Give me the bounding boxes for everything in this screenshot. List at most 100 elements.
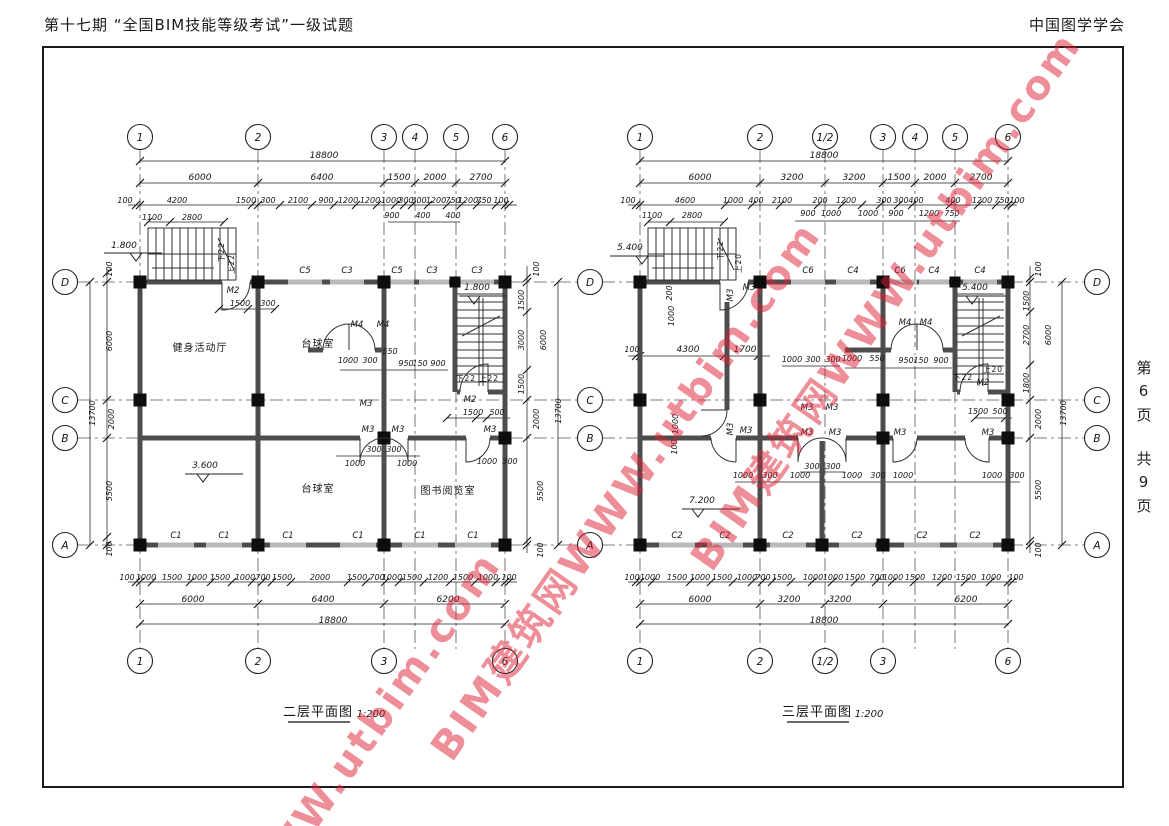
grid-bubble (126, 647, 154, 675)
dim-text: 1000 (477, 457, 497, 466)
dim-text: 1000 (842, 471, 862, 480)
grid-bubble (869, 123, 897, 151)
dim-text: 100 (493, 196, 508, 205)
dim-text: 6000 (105, 331, 114, 351)
dim-text: 100 (501, 573, 516, 582)
grid-bubble-label: 6 (502, 656, 509, 668)
grid-bubble-label: 4 (412, 132, 419, 144)
dim-text: 100 (1034, 261, 1043, 276)
dim-text: 300 (870, 471, 885, 480)
dim-text: 4600 (675, 196, 695, 205)
grid-bubble-label: B (61, 433, 68, 445)
plan-title: 二层平面图 (283, 705, 353, 720)
grid-bubble (442, 123, 470, 151)
dim-text: 300 (876, 196, 891, 205)
grid-bubble-label: B (586, 433, 593, 445)
plan-title: 三层平面图 (782, 705, 852, 720)
page-number: 第6页 共9页 (1134, 360, 1153, 520)
dimension-lines (89, 160, 1063, 625)
dim-text: 2100 (288, 196, 308, 205)
dim-text: 13700 (554, 398, 563, 423)
dim-text: 1000 (823, 573, 843, 582)
dim-text: 18800 (319, 616, 348, 626)
dim-text: 900 (318, 196, 333, 205)
grid-bubble-label: 5 (453, 132, 460, 144)
dim-text: 900 (800, 209, 815, 218)
dim-text: 1000 (782, 355, 802, 364)
dim-text: 1500 (667, 573, 687, 582)
dim-text: C6 (894, 266, 906, 276)
dim-text: 1200 (972, 196, 992, 205)
dim-text: 100 (670, 439, 679, 454)
grid-bubble (994, 647, 1022, 675)
dim-text: 2000 (532, 409, 541, 429)
grid-bubble-label: 3 (880, 656, 887, 668)
dim-text: 1700 (734, 345, 757, 355)
dim-text: 300 (502, 457, 517, 466)
dim-text: M3 (740, 426, 753, 436)
grid-bubble-label: 1/2 (817, 132, 834, 144)
grid-bubble-label: 1/2 (817, 656, 834, 668)
grid-bubble (941, 123, 969, 151)
dim-text: 1200 (836, 196, 856, 205)
dim-text: 1500 (347, 573, 367, 582)
dim-text: 下22 (716, 240, 725, 260)
level-mark: 5.400 (617, 243, 643, 253)
grid-bubble-label: 2 (255, 656, 262, 668)
dim-text: 1100 (642, 211, 662, 220)
grid-bubble-label: 1 (637, 656, 644, 668)
page-number-strip: 第6页 共9页 (1126, 320, 1162, 560)
level-mark: 3.600 (192, 461, 218, 471)
dim-text: 300 (260, 299, 275, 308)
dim-text: 6200 (955, 595, 978, 605)
dim-text: 2100 (772, 196, 792, 205)
dim-text: 900 (933, 356, 948, 365)
dim-text: 300 (411, 196, 426, 205)
dim-text: 1000 (842, 354, 862, 363)
stair-left-upper (147, 227, 237, 281)
dim-text: 1500 (272, 573, 292, 582)
dim-text: 500 (489, 408, 504, 417)
dim-text: 6000 (689, 173, 712, 183)
dim-text: 3200 (829, 595, 852, 605)
room-label: 台球室 (302, 337, 335, 350)
grid-bubble (626, 123, 654, 151)
dim-text: 1000 (733, 471, 753, 480)
dim-text: 1000 (136, 573, 156, 582)
dim-text: 100 (105, 541, 114, 556)
dim-text: 1000 (671, 414, 680, 434)
dim-text: 2700 (1022, 325, 1031, 345)
dim-text: M4 (351, 320, 364, 330)
dim-text: 900 (888, 209, 903, 218)
grid-bubble (370, 123, 398, 151)
dim-text: 5500 (536, 481, 545, 501)
dim-text: 1500 (845, 573, 865, 582)
grid-bubble (51, 386, 79, 414)
dim-text: 2700 (470, 173, 493, 183)
grid-bubble-label: 6 (1005, 132, 1012, 144)
dim-text: 300 (1009, 471, 1024, 480)
grid-bubble-label: A (1092, 540, 1100, 552)
grid-bubble-label: 1 (137, 656, 144, 668)
dim-text: 6000 (182, 595, 205, 605)
dim-text: C4 (928, 266, 939, 276)
dim-text: 2000 (107, 409, 116, 429)
dim-text: 4300 (677, 345, 700, 355)
dim-text: 4200 (167, 196, 187, 205)
dim-text: 400 (748, 196, 763, 205)
dim-text: 400 (945, 196, 960, 205)
dim-text: M3 (801, 403, 814, 413)
dim-text: 1000 (382, 573, 402, 582)
grid-bubble (811, 123, 839, 151)
dim-text: 2000 (424, 173, 447, 183)
dim-text: 300 (805, 355, 820, 364)
dim-text: M3 (362, 425, 375, 435)
grid-bubble-label: 1 (137, 132, 144, 144)
grid-bubble-label: A (585, 540, 593, 552)
grid-bubble (576, 386, 604, 414)
dim-text: 1500 (1022, 291, 1031, 311)
dim-text: 300 (362, 356, 377, 365)
dim-text: 13700 (1059, 400, 1068, 425)
grid-bubble (491, 647, 519, 675)
